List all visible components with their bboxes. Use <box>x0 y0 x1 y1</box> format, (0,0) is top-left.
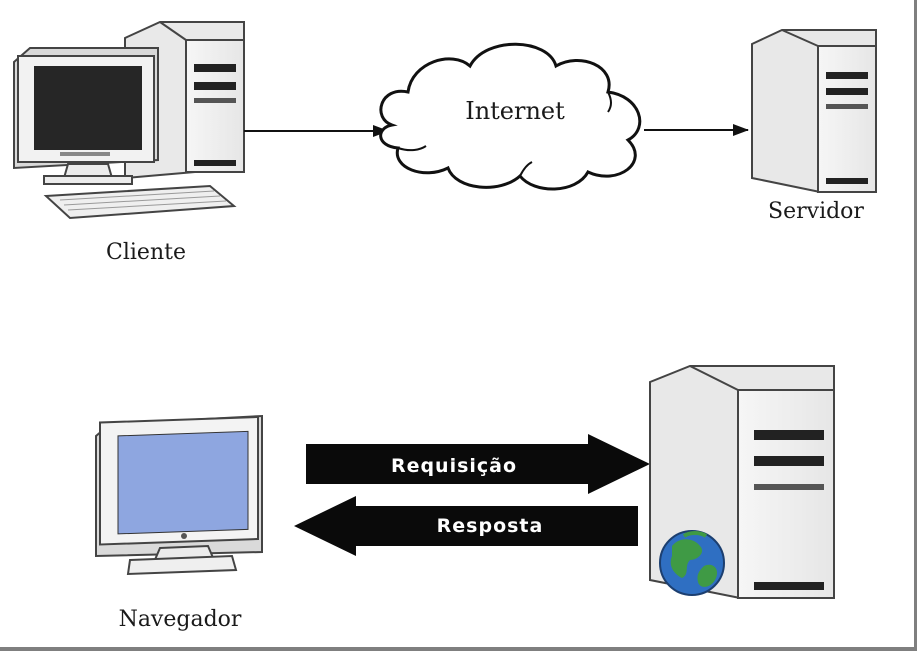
server-label: Servidor <box>768 199 864 224</box>
internet-cloud-icon <box>379 42 642 191</box>
browser-label: Navegador <box>119 607 242 632</box>
response-arrow: Resposta <box>294 496 638 556</box>
globe-icon <box>659 530 725 596</box>
client-computer-icon <box>13 21 245 220</box>
browser-monitor-icon <box>95 414 263 576</box>
server-tower-icon <box>751 29 877 193</box>
client-label: Cliente <box>106 240 186 265</box>
request-arrow: Requisição <box>306 434 650 494</box>
response-label: Resposta <box>437 515 544 537</box>
request-label: Requisição <box>391 455 517 477</box>
internet-label: Internet <box>465 97 565 125</box>
